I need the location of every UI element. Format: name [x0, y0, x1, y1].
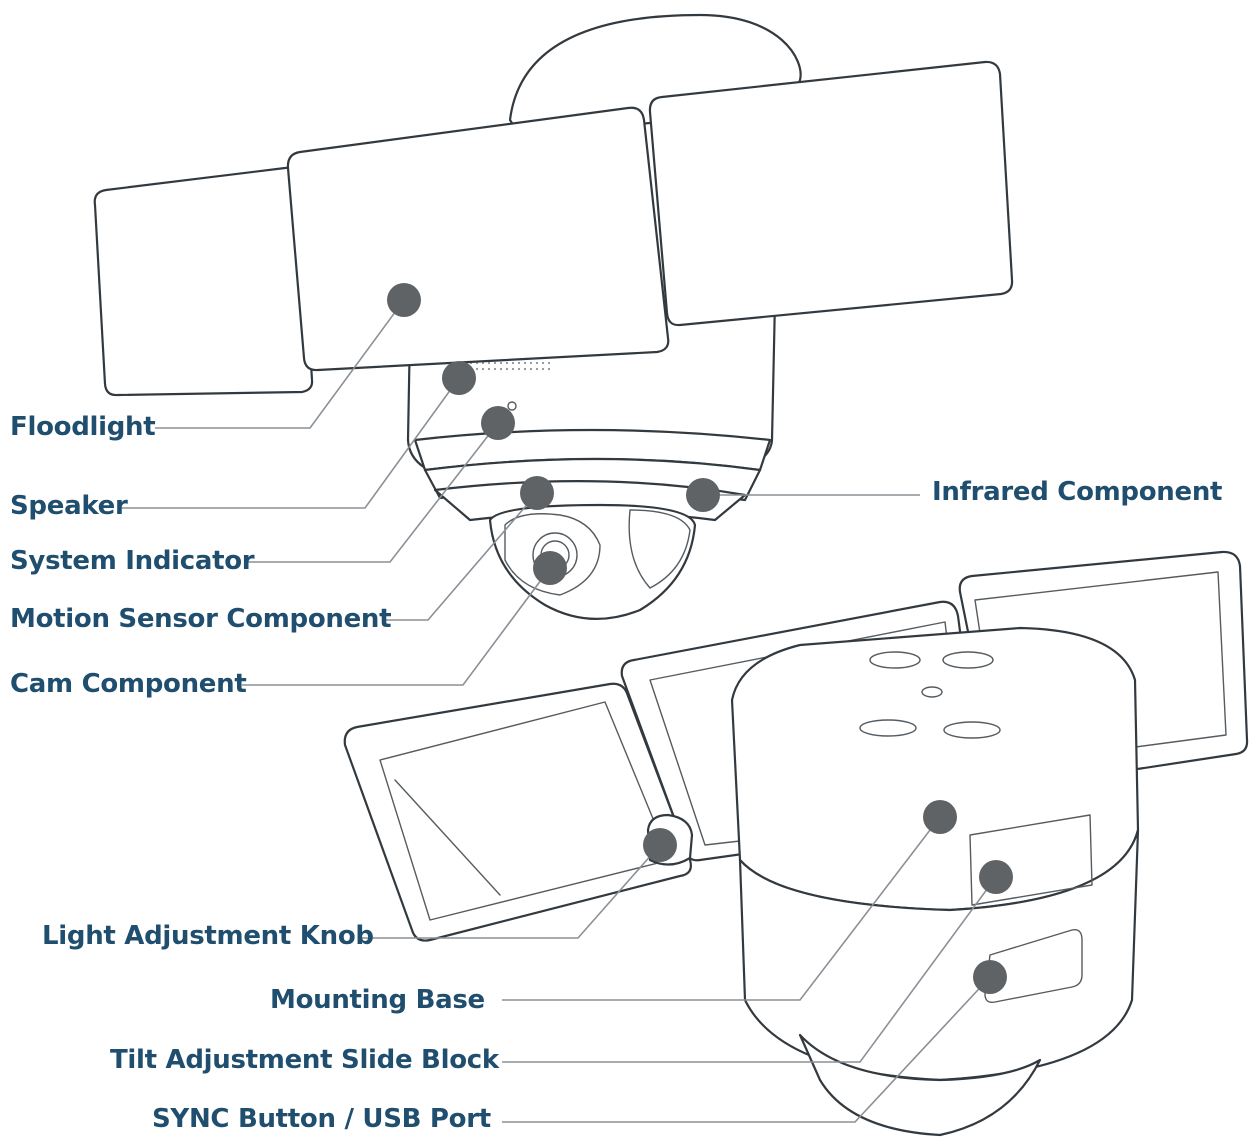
marker-light-knob	[643, 828, 677, 862]
leader-sync-usb	[502, 976, 991, 1123]
label-system-indicator: System Indicator	[10, 546, 255, 576]
back-view-illustration	[343, 550, 1249, 1137]
label-infrared: Infrared Component	[932, 477, 1223, 507]
leader-lines	[118, 299, 997, 1123]
leader-floodlight	[155, 299, 405, 429]
marker-tilt-block	[979, 860, 1013, 894]
marker-sync-usb	[973, 960, 1007, 994]
leader-tilt-block	[502, 876, 997, 1063]
marker-infrared	[686, 478, 720, 512]
label-speaker: Speaker	[10, 491, 128, 521]
leader-cam	[242, 567, 551, 686]
label-light-knob: Light Adjustment Knob	[42, 921, 374, 951]
label-tilt-block: Tilt Adjustment Slide Block	[110, 1045, 499, 1075]
marker-dots	[387, 283, 1013, 994]
marker-motion-sensor	[520, 476, 554, 510]
leader-mounting-base	[502, 816, 941, 1001]
label-sync-usb: SYNC Button / USB Port	[152, 1104, 491, 1134]
front-view-illustration	[93, 13, 1014, 620]
label-floodlight: Floodlight	[10, 412, 156, 442]
marker-floodlight	[387, 283, 421, 317]
leader-system-indicator	[245, 422, 499, 563]
leader-light-knob	[362, 844, 661, 939]
marker-speaker	[442, 361, 476, 395]
leader-speaker	[118, 377, 460, 509]
leader-motion-sensor	[382, 492, 538, 621]
label-cam: Cam Component	[10, 669, 247, 699]
marker-system-indicator	[481, 406, 515, 440]
label-mounting-base: Mounting Base	[270, 985, 485, 1015]
marker-mounting-base	[923, 800, 957, 834]
label-motion-sensor: Motion Sensor Component	[10, 604, 392, 634]
marker-cam	[533, 551, 567, 585]
